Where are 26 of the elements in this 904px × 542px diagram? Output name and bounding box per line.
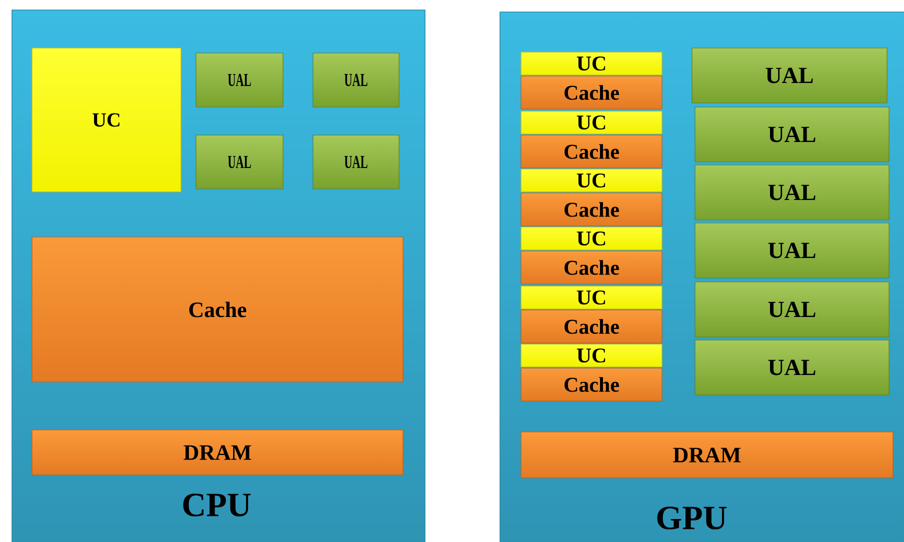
cache-box: Cache [520, 368, 662, 402]
control-unit-box: UC [520, 286, 662, 310]
cache-box: Cache [520, 76, 662, 110]
dram-bar: DRAM [520, 432, 894, 478]
alu-box: UAL [694, 282, 890, 338]
alu-box: UAL [312, 134, 400, 190]
control-unit-box: UC [520, 168, 662, 192]
cache-box: Cache [520, 192, 662, 226]
alu-box: UAL [312, 52, 400, 108]
control-unit-box: UC [32, 48, 182, 192]
alu-box: UAL [694, 164, 890, 220]
alu-box: UAL [196, 52, 284, 108]
control-unit-box: UC [520, 110, 662, 134]
alu-box: UAL [694, 340, 890, 396]
alu-box: UAL [692, 48, 888, 104]
alu-box: UAL [694, 222, 890, 278]
control-unit-box: UC [520, 344, 662, 368]
alu-box: UAL [196, 134, 284, 190]
cache-box: Cache [520, 250, 662, 284]
cache-box: Cache [520, 134, 662, 168]
control-unit-box: UC [520, 52, 662, 76]
control-unit-box: UC [520, 226, 662, 250]
cache-box: Cache [520, 310, 662, 344]
alu-box: UAL [694, 106, 890, 162]
dram-bar: DRAM [32, 430, 404, 476]
cache-box: Cache [32, 236, 404, 382]
